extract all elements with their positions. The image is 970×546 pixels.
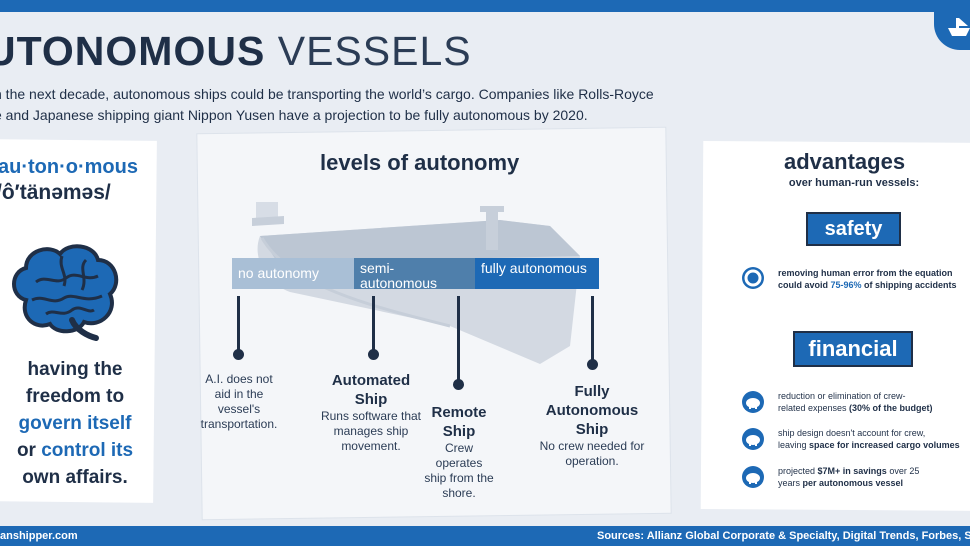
lifebuoy-icon	[742, 267, 764, 289]
financial-item: reduction or elimination of crew- relate…	[778, 390, 933, 414]
safety-tail: of shipping accidents	[861, 280, 957, 290]
intro-line: e and Japanese shipping giant Nippon Yus…	[0, 107, 588, 123]
level-text: A.I. does not aid in the vessel's transp…	[200, 372, 278, 431]
level-text: Crew operates ship from the shore.	[424, 441, 494, 500]
safety-percent: 75-96%	[830, 280, 862, 290]
financial-bold: (30% of the budget)	[849, 403, 933, 413]
autonomy-bar-segment: fully autonomous	[475, 258, 599, 289]
ship-illustration	[252, 202, 580, 364]
definition-line: having the	[27, 359, 123, 380]
definition-text: having the freedom to govern itself or c…	[0, 356, 150, 491]
piggy-bank-icon	[742, 428, 764, 450]
financial-bold: $7M+ in savings	[817, 466, 887, 476]
level-item: Remote Ship Crew operates ship from the …	[424, 403, 494, 501]
definition-prefix: or	[16, 440, 36, 461]
level-pin	[587, 296, 598, 370]
definition-line: govern itself	[18, 413, 132, 434]
financial-line: reduction or elimination of crew-	[778, 391, 906, 401]
autonomy-bar-segment: semi-autonomous	[354, 258, 475, 291]
title-light: VESSELS	[277, 28, 472, 74]
level-text: No crew needed for operation.	[539, 439, 645, 468]
piggy-bank-icon	[742, 466, 764, 488]
safety-label: safety	[806, 212, 901, 246]
corner-logo	[934, 0, 970, 50]
financial-bold: per autonomous vessel	[802, 478, 904, 488]
level-text: Runs software that manages ship movement…	[320, 409, 422, 453]
intro-line: n the next decade, autonomous ships coul…	[0, 86, 654, 102]
levels-title: levels of autonomy	[320, 150, 520, 175]
level-pin	[233, 296, 244, 360]
intro-text: n the next decade, autonomous ships coul…	[0, 84, 694, 126]
safety-text: removing human error from the equation c…	[778, 267, 957, 291]
level-heading: Automated Ship	[331, 372, 411, 408]
advantages-card	[700, 140, 970, 512]
financial-item: ship design doesn't account for crew, le…	[778, 427, 960, 451]
page-title: UTONOMOUS VESSELS	[0, 28, 472, 75]
autonomy-bar-segment: no autonomy	[232, 258, 354, 289]
level-heading: Remote Ship	[431, 404, 487, 440]
safety-bold: removing human error	[778, 268, 875, 278]
financial-prefix: leaving	[778, 440, 810, 450]
advantages-title: advantages	[784, 149, 906, 174]
definition-pronunciation: /ô′tänəməs/	[0, 181, 111, 204]
level-item: Automated Ship Runs software that manage…	[320, 371, 422, 454]
financial-prefix: years	[778, 478, 803, 488]
financial-bold: space for increased cargo volumes	[809, 440, 960, 450]
safety-rest: from the equation	[874, 268, 953, 278]
definition-highlight: control its	[41, 440, 134, 461]
level-pin	[453, 296, 464, 390]
financial-label: financial	[793, 331, 913, 367]
level-item: A.I. does not aid in the vessel's transp…	[196, 372, 282, 432]
level-heading: Fully Autonomous Ship	[545, 383, 639, 438]
definition-line: freedom to	[25, 386, 125, 407]
piggy-bank-icon	[742, 391, 764, 413]
financial-prefix: related expenses	[778, 403, 850, 413]
top-bar	[0, 0, 970, 12]
financial-item: projected $7M+ in savings over 25 years …	[778, 465, 919, 489]
title-bold: UTONOMOUS	[0, 28, 266, 74]
level-pin	[368, 296, 379, 360]
footer-bar: anshipper.com Sources: Allianz Global Co…	[0, 526, 970, 546]
safety-prefix: could avoid	[778, 280, 831, 290]
brain-icon	[12, 244, 119, 341]
financial-prefix: projected	[778, 466, 818, 476]
definition-line: or control its	[0, 437, 150, 464]
definition-line: own affairs.	[22, 467, 128, 488]
footer-sources: Sources: Allianz Global Corporate & Spec…	[597, 530, 970, 542]
financial-line: ship design doesn't account for crew,	[778, 428, 926, 438]
ship-logo-icon	[948, 18, 970, 36]
advantages-subtitle: over human-run vessels:	[788, 177, 920, 189]
financial-rest: over 25	[886, 466, 920, 476]
level-item: Fully Autonomous Ship No crew needed for…	[536, 382, 648, 469]
definition-syllables: au·ton·o·mous	[0, 156, 138, 178]
footer-site-link[interactable]: anshipper.com	[0, 530, 78, 542]
